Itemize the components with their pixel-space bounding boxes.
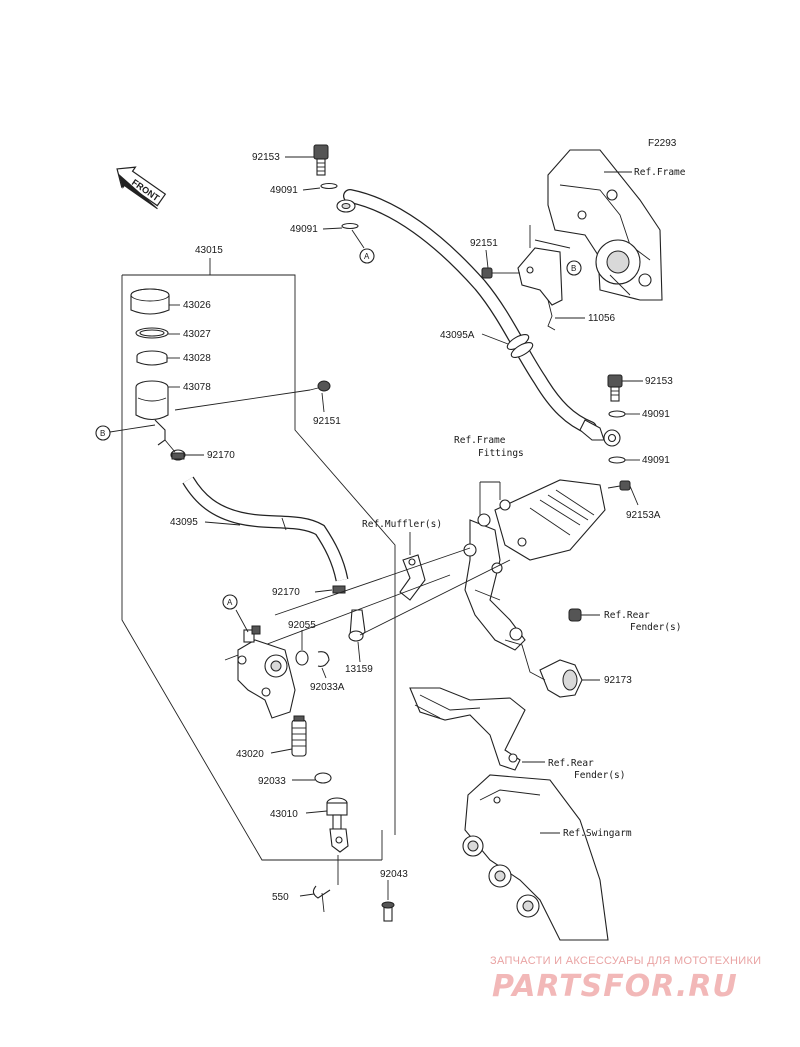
plate-43027: [135, 327, 169, 339]
hose-clamp-bracket: [517, 247, 563, 331]
label-11056: 11056: [588, 313, 616, 324]
circlip-92033: [314, 772, 332, 784]
washer-49091-b: [341, 222, 359, 230]
label-92170-a: 92170: [207, 450, 235, 461]
label-49091-a: 49091: [270, 185, 298, 196]
callout-b-right: B: [571, 264, 576, 273]
frame-bracket: [547, 149, 663, 301]
ref-rear-fender-2b: Fender(s): [574, 770, 625, 781]
label-13159: 13159: [345, 664, 373, 675]
front-arrow-icon: FRONT: [116, 166, 167, 210]
label-43027: 43027: [183, 329, 211, 340]
brake-hose-43095a: [336, 189, 621, 447]
bolt-92151-right: [481, 267, 505, 279]
bolt-92153a: [607, 480, 631, 491]
banjo-bolt-92153-right: [607, 374, 623, 402]
muffler-bracket: [399, 554, 426, 601]
label-92151-left: 92151: [313, 416, 341, 427]
watermark-tagline: ЗАПЧАСТИ И АКСЕССУАРЫ ДЛЯ МОТОТЕХНИКИ: [490, 955, 761, 967]
label-92173: 92173: [604, 675, 632, 686]
label-92153-top: 92153: [252, 152, 280, 163]
label-92153-right: 92153: [645, 376, 673, 387]
callout-a-left: A: [227, 598, 233, 607]
label-43020: 43020: [236, 749, 264, 760]
label-43028: 43028: [183, 353, 211, 364]
watermark-brand: PARTSFOR.RU: [492, 969, 738, 1004]
label-92153a: 92153A: [626, 510, 661, 521]
label-49091-c: 49091: [642, 409, 670, 420]
label-550: 550: [272, 892, 289, 903]
label-43015: 43015: [195, 245, 223, 256]
ref-rear-fender-1a: Ref.Rear: [604, 610, 650, 621]
label-49091-b: 49091: [290, 224, 318, 235]
label-49091-d: 49091: [642, 455, 670, 466]
diagram-code: F2293: [648, 138, 677, 149]
label-92151-right: 92151: [470, 238, 498, 249]
ref-rear-fender-1b: Fender(s): [630, 622, 681, 633]
o-ring-92055: [295, 650, 309, 666]
label-92055: 92055: [288, 620, 316, 631]
label-92170-b: 92170: [272, 587, 300, 598]
footpeg-bracket: [463, 479, 606, 651]
ref-frame-fittings-1: Ref.Frame: [454, 435, 506, 446]
callout-b-left: B: [100, 429, 105, 438]
circlip-92033a: [317, 651, 330, 667]
diaphragm-43028: [136, 350, 168, 366]
label-43026: 43026: [183, 300, 211, 311]
screw-92151-left: [309, 380, 331, 392]
ref-swingarm: Ref.Swingarm: [563, 828, 632, 839]
piston-43020: [291, 715, 307, 757]
washer-49091-a: [320, 182, 338, 190]
reservoir-hose-43095: [182, 476, 349, 582]
label-43095: 43095: [170, 517, 198, 528]
callout-a-top: A: [364, 252, 370, 261]
ref-muffler: Ref.Muffler(s): [362, 519, 442, 530]
washer-49091-d: [608, 456, 626, 464]
push-rod-43010: [326, 797, 349, 853]
ref-frame-label: Ref.Frame: [634, 167, 686, 178]
bolt-92151-fender: [568, 608, 582, 622]
reservoir-cap-43026: [130, 288, 170, 315]
label-92033a: 92033A: [310, 682, 345, 693]
washer-49091-c: [608, 410, 626, 418]
label-92033: 92033: [258, 776, 286, 787]
label-43010: 43010: [270, 809, 298, 820]
cotter-pin-550: [312, 885, 331, 913]
label-43078: 43078: [183, 382, 211, 393]
cable-clamp-92173: [504, 639, 583, 698]
label-43095a: 43095A: [440, 330, 475, 341]
swingarm: [462, 774, 609, 941]
rear-fender: [409, 687, 526, 771]
ref-frame-fittings-2: Fittings: [478, 448, 524, 459]
ref-rear-fender-2a: Ref.Rear: [548, 758, 594, 769]
hose-joint-13159: [348, 609, 366, 642]
banjo-bolt-92153-top: [313, 144, 329, 176]
label-92043: 92043: [380, 869, 408, 880]
pin-92043: [381, 901, 395, 922]
master-cylinder-body: [237, 625, 296, 719]
reservoir-43078: [135, 380, 169, 446]
clamp-92170-a: [170, 449, 186, 461]
